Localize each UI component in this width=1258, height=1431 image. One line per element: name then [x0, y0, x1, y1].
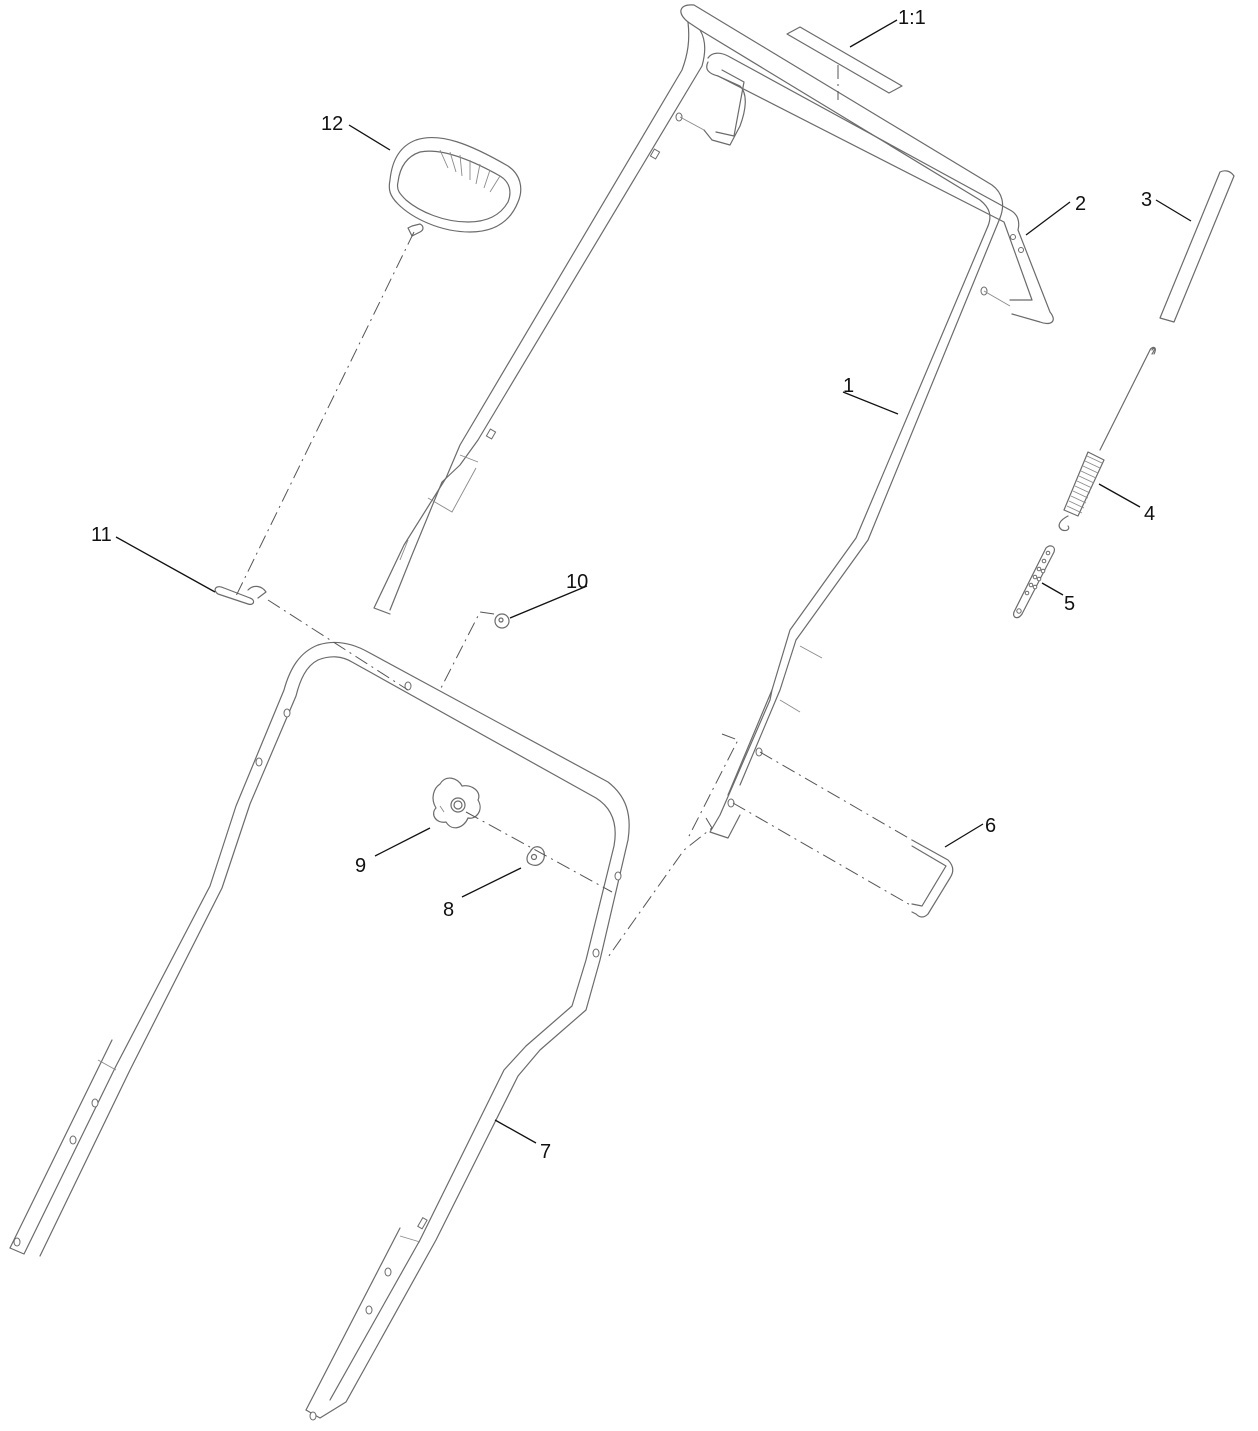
curved-washer-part [465, 811, 613, 893]
callout-1: 1 [843, 375, 854, 397]
callout-9: 9 [355, 855, 366, 877]
callout-12: 12 [321, 113, 343, 135]
callout-11: 11 [91, 524, 112, 546]
callout-10: 10 [566, 571, 588, 593]
bag-handle-part [235, 136, 522, 597]
callout-labels: 1:1 1 2 3 4 5 6 7 8 9 10 11 12 [91, 7, 1155, 1163]
callout-5: 5 [1064, 593, 1075, 615]
spring-part [1058, 346, 1156, 532]
adjustment-bracket-part [1013, 545, 1055, 619]
leader-lines [115, 19, 1192, 1144]
callout-6: 6 [985, 815, 996, 837]
knob-part [432, 777, 481, 829]
callout-8: 8 [443, 899, 454, 921]
callout-1-1: 1:1 [898, 7, 926, 29]
bail-part [679, 52, 1054, 325]
lower-handle-part [9, 641, 630, 1421]
washer-part [439, 611, 510, 691]
grip-part [1159, 170, 1235, 323]
cable-guide-part [214, 585, 409, 691]
decal-part [786, 26, 903, 100]
callout-7: 7 [540, 1141, 551, 1163]
upper-handle-part [373, 4, 1004, 839]
callout-3: 3 [1141, 189, 1152, 211]
u-bracket-part [605, 733, 954, 961]
callout-2: 2 [1075, 193, 1086, 215]
callout-4: 4 [1144, 503, 1155, 525]
